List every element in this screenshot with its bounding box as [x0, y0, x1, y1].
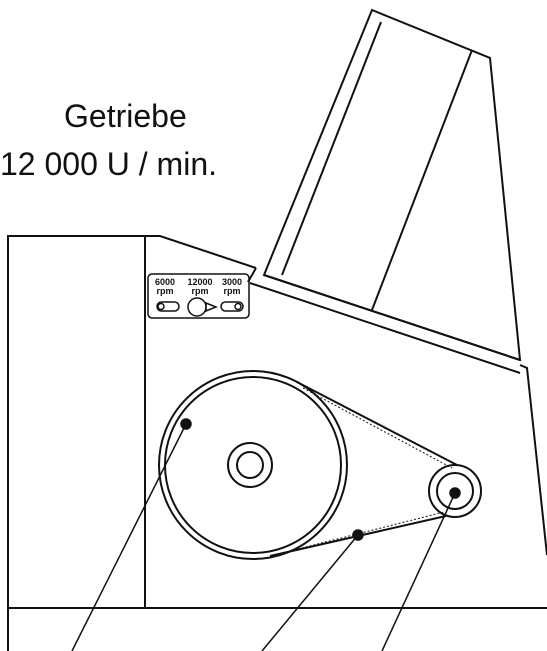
- selector-knob-pointer: [205, 301, 219, 313]
- large-pulley: [158, 370, 348, 560]
- belt-top-outer: [296, 381, 458, 466]
- hood-inner-edge-left: [281, 21, 382, 276]
- callout-dot-belt: [352, 529, 364, 541]
- hood-base-edge: [263, 274, 521, 361]
- title-gearbox: Getriebe: [64, 98, 187, 134]
- title-speed: 12 000 U / min.: [0, 146, 217, 182]
- hood-inner-edge-right: [371, 49, 473, 311]
- callout-line-large-pulley: [71, 423, 187, 651]
- upper-hood: [249, 8, 522, 374]
- plate-option-12000-value: 12000: [187, 277, 213, 287]
- callout-line-belt: [261, 534, 359, 651]
- plate-option-6000: 6000 rpm: [153, 278, 177, 296]
- belt-bottom-teeth: [289, 511, 445, 552]
- selector-knob-12000: [187, 297, 207, 317]
- slot-6000-pin: [157, 302, 165, 311]
- drive-belt: [269, 381, 458, 557]
- large-pulley-bore: [236, 451, 264, 479]
- large-pulley-hub: [227, 442, 273, 488]
- plate-option-3000: 3000 rpm: [219, 278, 245, 296]
- plate-option-3000-value: 3000: [221, 277, 243, 287]
- plate-option-3000-unit: rpm: [223, 286, 241, 296]
- slot-3000: [220, 301, 244, 312]
- callout-line-small-pulley: [381, 492, 456, 651]
- callout-dot-small-pulley: [449, 487, 461, 499]
- main-housing: [7, 235, 547, 651]
- speed-selector-plate: [147, 273, 250, 319]
- hood-outline: [262, 8, 522, 362]
- plate-option-6000-unit: rpm: [156, 286, 174, 296]
- housing-top-left: [7, 235, 257, 651]
- plate-option-12000-unit: rpm: [191, 286, 209, 296]
- callout-dot-large-pulley: [180, 418, 192, 430]
- large-pulley-outer: [158, 370, 348, 560]
- plate-outline: [147, 273, 250, 319]
- plate-option-12000: 12000 rpm: [184, 278, 216, 296]
- slot-3000-pin: [234, 302, 242, 311]
- small-pulley-inner: [436, 472, 474, 510]
- belt-top-teeth: [302, 387, 453, 469]
- housing-right-edge: [519, 364, 547, 556]
- large-pulley-rim: [164, 376, 342, 554]
- plate-option-6000-value: 6000: [154, 277, 176, 287]
- slot-6000: [156, 301, 180, 312]
- callouts: [71, 418, 461, 651]
- hood-base-edge-lower: [249, 282, 521, 374]
